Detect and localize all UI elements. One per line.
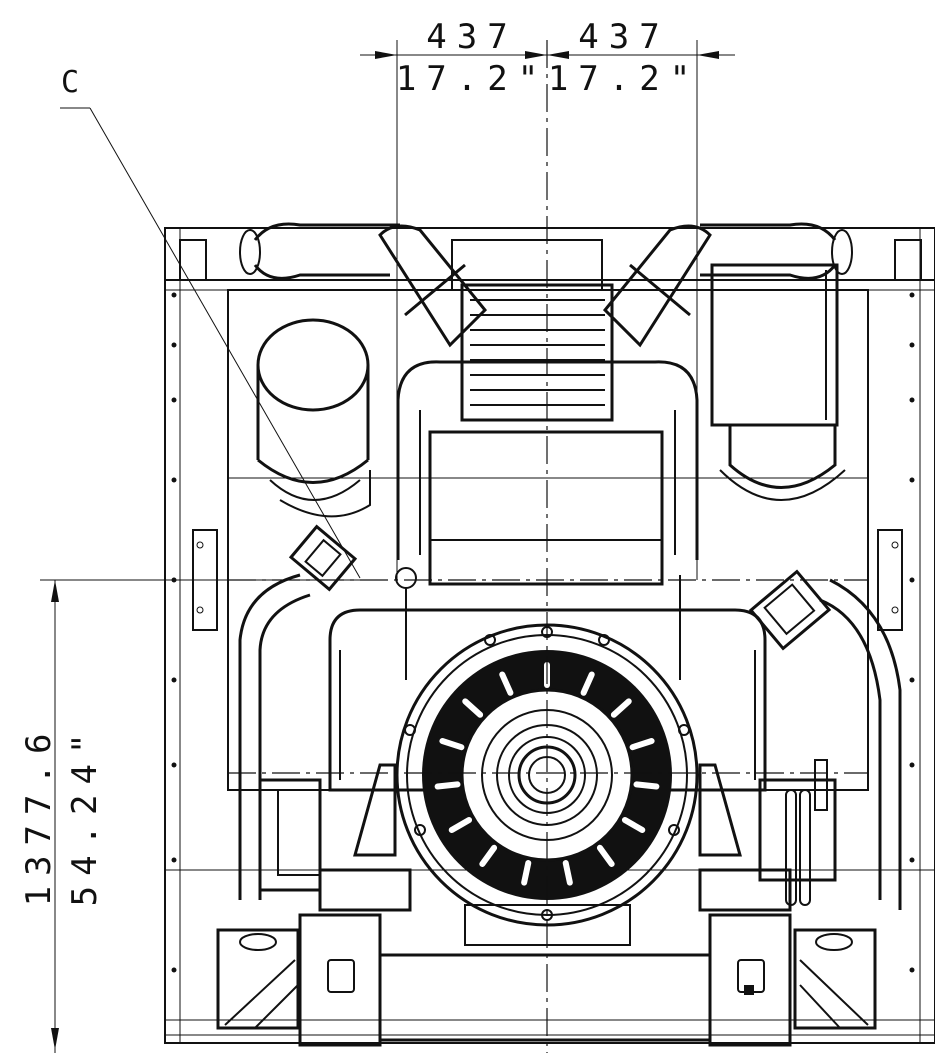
- height-dimension-lines: [40, 579, 370, 1053]
- crankcase: [238, 573, 902, 910]
- left-half-width-inch: 17.2": [396, 59, 548, 99]
- base-frame: [216, 913, 877, 1047]
- control-box: [710, 263, 846, 501]
- frame-rivets: [171, 292, 915, 973]
- right-half-width-mm: 437: [578, 17, 669, 57]
- callout-c-label: C: [61, 65, 79, 100]
- right-filter-assembly: [758, 759, 837, 906]
- engine-block: [395, 360, 699, 680]
- left-half-width-mm: 437: [426, 17, 517, 57]
- right-half-width-inch: 17.2": [548, 59, 700, 99]
- right-injector-assembly: [748, 569, 832, 651]
- oil-cooler: [451, 239, 614, 422]
- height-inch: 54.24": [65, 724, 105, 907]
- top-manifold-pipes: [239, 222, 853, 348]
- callout-c-leader: [60, 107, 361, 579]
- left-starter-box: [258, 778, 322, 892]
- centerlines: [165, 40, 935, 1053]
- air-filter: [256, 318, 371, 518]
- left-injector-assembly: [288, 524, 358, 592]
- fan-blade-slots: [434, 662, 660, 886]
- height-mm: 1377.6: [19, 724, 59, 907]
